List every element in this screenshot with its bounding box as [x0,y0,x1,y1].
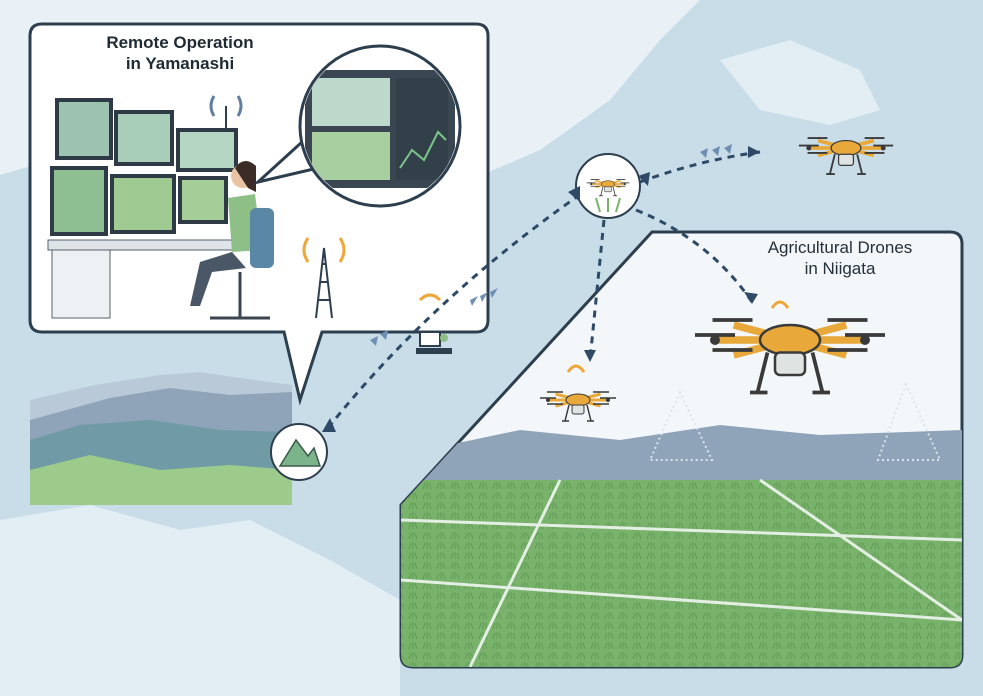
remote-label-line1: Remote Operation [106,33,254,52]
sea-area [0,505,400,696]
operator-figure [190,160,274,320]
remote-label-line2: in Yamanashi [125,53,235,73]
direction-arrows [370,144,732,346]
monitor-wall [50,98,238,236]
mountain-icon [270,423,328,481]
remote-operation-label: Remote Operation in Yamanashi [70,33,290,74]
desk [47,239,249,251]
drones-label-line2: in Niigata [804,258,876,278]
sea-inlet [720,40,880,125]
communication-links [326,150,761,429]
screen-zoom-bubble [252,44,462,208]
computer-icon [416,293,452,354]
spray-right [876,381,942,461]
remote-operation-panel [28,22,490,406]
drone-hub-icon [575,153,641,219]
spray-left [648,389,714,461]
mountain-landscape [30,372,292,505]
signal-waves-icon [209,95,243,130]
agricultural-drones-panel [399,230,964,669]
agricultural-drones-label: Agricultural Drones in Niigata [720,238,960,279]
radio-tower-icon [302,237,346,319]
drones-label-line1: Agricultural Drones [767,238,913,257]
